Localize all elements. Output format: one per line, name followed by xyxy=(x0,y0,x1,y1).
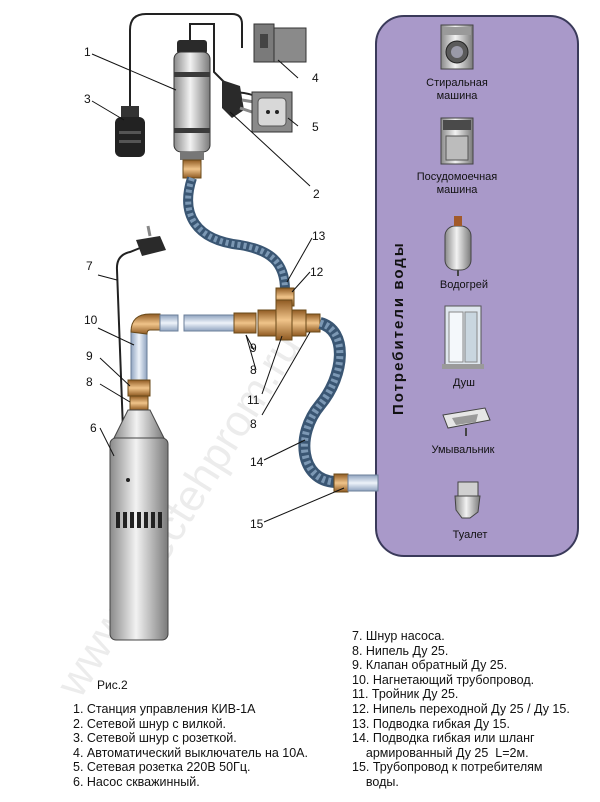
consumer-label: Посудомоечная xyxy=(417,171,498,183)
callout-number: 9 xyxy=(250,341,257,355)
dishwasher-icon xyxy=(440,117,474,165)
flex-hose-du15 xyxy=(183,176,290,291)
legend-item: 9. Клапан обратный Ду 25. xyxy=(352,658,508,673)
borehole-pump xyxy=(109,409,169,641)
tee-fitting xyxy=(257,299,307,341)
callout-number: 14 xyxy=(250,455,264,469)
consumer-label: машина xyxy=(437,90,479,102)
toilet-icon xyxy=(454,481,481,519)
callout-number: 11 xyxy=(247,393,260,407)
consumer-label: Умывальник xyxy=(432,444,495,456)
legend-item: 5. Сетевая розетка 220В 50Гц. xyxy=(73,760,251,775)
legend-right: 7. Шнур насоса. 8. Нипель Ду 25. 9. Клап… xyxy=(352,629,570,790)
callout-number: 3 xyxy=(84,92,91,106)
legend-item: 12. Нипель переходной Ду 25 / Ду 15. xyxy=(352,701,570,716)
callout-number: 15 xyxy=(250,517,264,531)
legend-item: 13. Подводка гибкая Ду 15. xyxy=(352,716,510,731)
callout-number: 8 xyxy=(250,417,257,431)
callout-number: 9 xyxy=(86,349,93,363)
cord-socket xyxy=(115,106,145,157)
consumers-panel xyxy=(375,15,579,557)
shower-icon xyxy=(442,305,484,369)
mains-plug xyxy=(222,80,255,118)
callout-number: 13 xyxy=(312,229,326,243)
nipple xyxy=(129,395,149,411)
legend-item: 2. Сетевой шнур с вилкой. xyxy=(73,716,227,731)
nipple xyxy=(305,313,321,333)
consumer-label: Душ xyxy=(453,377,475,389)
leader-lines xyxy=(91,53,345,523)
water-heater-icon xyxy=(444,216,472,276)
consumer-label: машина xyxy=(437,184,479,196)
consumer-label: Стиральная xyxy=(426,77,488,89)
callout-number: 5 xyxy=(312,120,319,134)
callout-number: 8 xyxy=(86,375,93,389)
legend-item: армированный Ду 25 L=2м. xyxy=(352,745,529,760)
washing-machine-icon xyxy=(440,24,474,70)
wall-socket xyxy=(251,91,293,133)
pipe-to-consumers xyxy=(347,474,379,492)
callout-number: 10 xyxy=(84,313,98,327)
consumer-label: Водогрей xyxy=(440,279,488,291)
legend-item: 7. Шнур насоса. xyxy=(352,629,445,643)
check-valve xyxy=(233,312,257,334)
discharge-pipe xyxy=(130,329,148,381)
consumer-label: Туалет xyxy=(453,529,488,541)
callout-number: 2 xyxy=(313,187,320,201)
mains-cord-with-socket xyxy=(129,13,243,120)
circuit-breaker xyxy=(253,23,307,63)
pipe-elbow xyxy=(130,313,161,335)
callout-number: 12 xyxy=(310,265,324,279)
callout-number: 1 xyxy=(84,45,91,59)
mains-cord-with-plug xyxy=(189,23,227,85)
legend-item: 1. Станция управления КИВ-1А xyxy=(73,702,256,716)
callout-number: 8 xyxy=(250,363,257,377)
callout-number: 4 xyxy=(312,71,319,85)
pump-cord xyxy=(115,247,141,431)
legend-item: 14. Подводка гибкая или шланг xyxy=(352,731,535,746)
legend-item: 11. Тройник Ду 25. xyxy=(352,687,459,702)
legend-item: 10. Нагнетающий трубопровод. xyxy=(352,672,535,687)
legend-item: 3. Сетевой шнур с розеткой. xyxy=(73,731,237,746)
legend-left: 1. Станция управления КИВ-1А 2. Сетевой … xyxy=(73,702,308,790)
legend-item: 6. Насос скважинный. xyxy=(73,774,200,789)
sink-icon xyxy=(442,407,491,436)
legend-item: 8. Нипель Ду 25. xyxy=(352,643,449,658)
legend-item: 15. Трубопровод к потребителям xyxy=(352,760,543,775)
legend-item: воды. xyxy=(352,774,399,789)
callout-number: 6 xyxy=(90,421,97,435)
callout-number: 7 xyxy=(86,259,93,273)
control-station xyxy=(173,40,211,179)
check-valve xyxy=(127,379,151,397)
figure-caption: Рис.2 xyxy=(97,678,128,692)
pump-plug xyxy=(136,225,166,256)
consumers-title: Потребители воды xyxy=(390,241,407,415)
legend-item: 4. Автоматический выключатель на 10А. xyxy=(73,745,308,760)
